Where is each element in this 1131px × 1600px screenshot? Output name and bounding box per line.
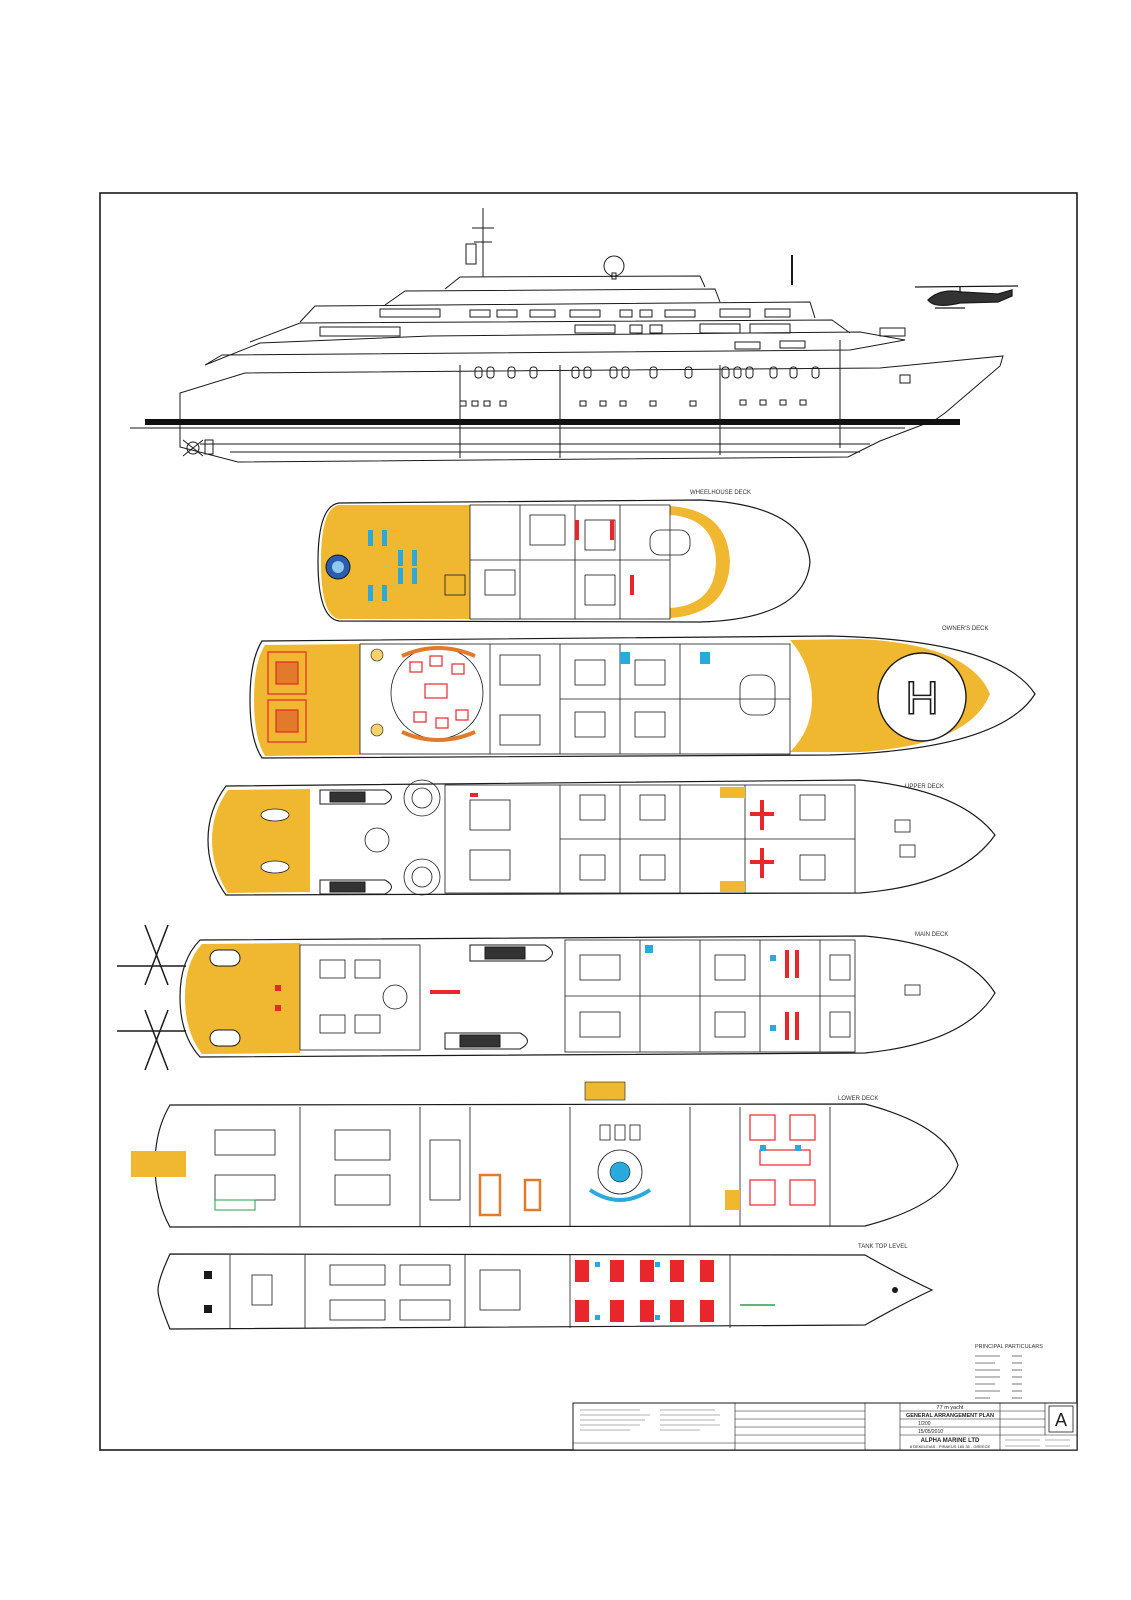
drawing-scale: 1/200	[918, 1421, 931, 1427]
wheelhouse-house	[384, 288, 721, 306]
deck-label: LOWER DECK	[838, 1096, 878, 1102]
svg-text:A: A	[1055, 1410, 1067, 1430]
side-elevation	[130, 208, 1019, 463]
helipad-letter: H	[905, 672, 938, 724]
company-name: ALPHA MARINE LTD	[921, 1438, 980, 1444]
deck-outline	[207, 779, 996, 896]
drawing-title: GENERAL ARRANGEMENT PLAN	[906, 1413, 994, 1419]
deck-open-area	[321, 505, 470, 619]
helipad-circle	[877, 652, 967, 742]
deck-outline	[157, 1253, 934, 1330]
particulars-title: PRINCIPAL PARTICULARS	[975, 1344, 1043, 1350]
crew-cabins	[575, 1260, 714, 1322]
drawing-date: 15/05/2010	[918, 1429, 943, 1435]
deck-label: WHEELHOUSE DECK	[690, 490, 751, 496]
deck-label: TANK TOP LEVEL	[858, 1244, 908, 1250]
deck-plan-wheelhouse: WHEELHOUSE DECK	[317, 490, 811, 623]
swim-platform	[131, 1151, 186, 1177]
deck-open-area	[212, 789, 310, 893]
porthole-row	[459, 366, 820, 407]
deck-plan-lower: LOWER DECK	[131, 1081, 959, 1228]
sky-lounge	[390, 646, 484, 742]
deck-label: OWNER'S DECK	[942, 626, 988, 632]
owner-deck-house	[299, 301, 816, 323]
deck-outline	[179, 935, 996, 1058]
sun-loungers	[368, 530, 417, 601]
propeller-icon	[182, 439, 214, 457]
deck-plan-owner: H	[249, 626, 1036, 759]
tenders	[319, 789, 392, 895]
principal-particulars: PRINCIPAL PARTICULARS	[975, 1344, 1043, 1399]
sun-deck	[444, 275, 706, 290]
company-address: 8 DEKELEIAS - PIRAEUS 185 35 - GREECE	[910, 1444, 991, 1449]
lower-deck-pool	[609, 1161, 631, 1183]
deck-open-area	[185, 943, 300, 1054]
helicopter-icon	[914, 285, 1019, 309]
aft-dining-tables	[267, 651, 307, 743]
deck-outline	[154, 1103, 959, 1228]
deck-plan-tank-top: TANK TOP LEVEL	[157, 1244, 934, 1330]
hull-outline	[179, 355, 1004, 463]
deck-plan-upper: UPPER DECK	[207, 779, 996, 896]
passerelle-booms	[117, 924, 186, 1071]
radar-dome	[603, 255, 625, 277]
deck-plan-main: MAIN DECK	[117, 924, 996, 1071]
deck-label: UPPER DECK	[905, 784, 944, 790]
project-name: 77 m yacht	[937, 1405, 964, 1411]
company-logo: A	[1048, 1405, 1074, 1433]
window-row	[319, 308, 906, 350]
upper-deck-house	[249, 319, 851, 343]
deck-label: MAIN DECK	[915, 932, 948, 938]
lower-deck-hatch	[584, 1081, 626, 1101]
title-block: 77 m yacht GENERAL ARRANGEMENT PLAN 1/20…	[572, 1402, 1078, 1451]
